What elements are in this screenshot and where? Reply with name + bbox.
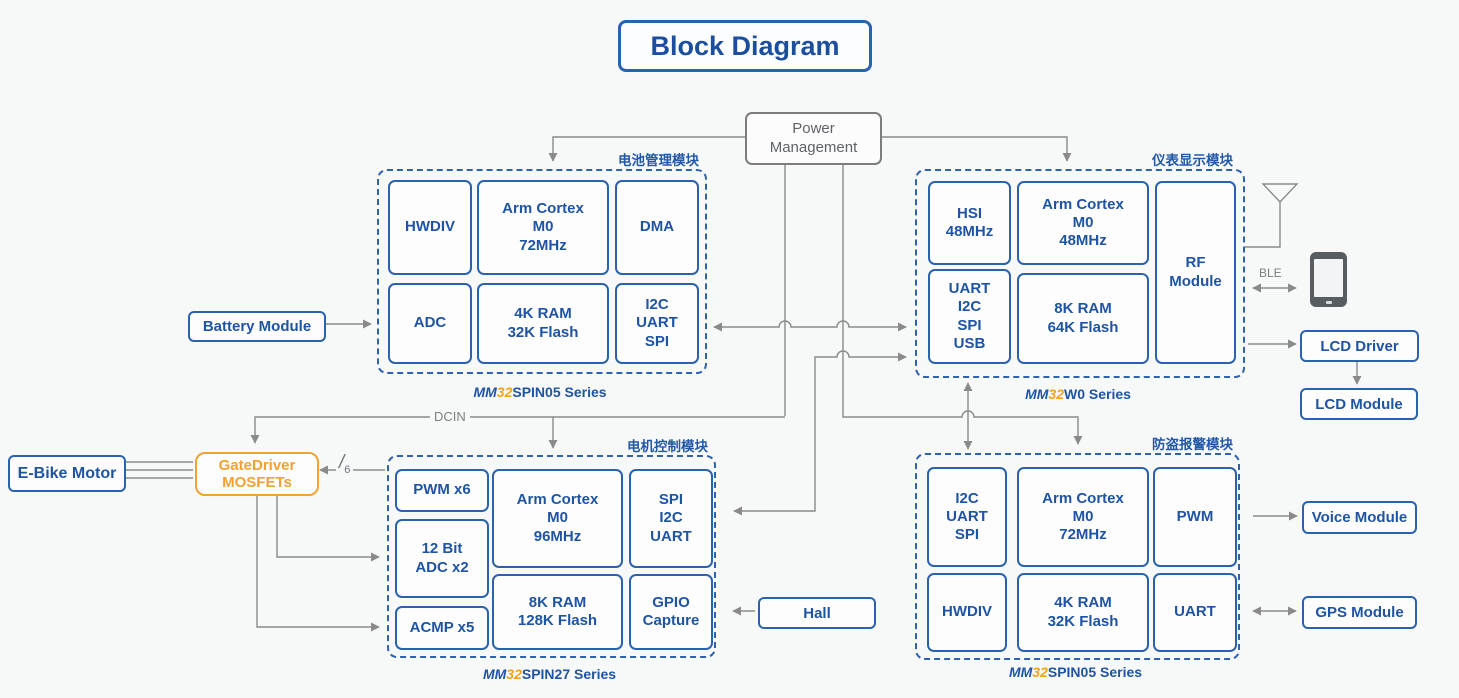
motor-memory-cell: 8K RAM 128K Flash [492, 574, 623, 650]
hall-box: Hall [758, 597, 876, 629]
display-module: HSI 48MHz Arm Cortex M0 48MHz RF Module … [915, 169, 1245, 378]
ble-label: BLE [1255, 266, 1286, 280]
series-num: 32 [1032, 664, 1048, 680]
battery-cpu-cell: Arm Cortex M0 72MHz [477, 180, 609, 275]
wire-battery-display-link [713, 320, 907, 332]
battery-module-box: Battery Module [188, 311, 326, 342]
motor-comms-cell: SPI I2C UART [629, 469, 713, 568]
page-title: Block Diagram [618, 20, 872, 72]
slash-glyph: / [339, 452, 345, 473]
display-hsi-cell: HSI 48MHz [928, 181, 1011, 265]
motor-gpio-cell: GPIO Capture [629, 574, 713, 650]
battery-comms-cell: I2C UART SPI [615, 283, 699, 364]
display-series-caption: MM32W0 Series [915, 386, 1241, 402]
wire-rf-to-antenna [1245, 202, 1281, 248]
alarm-cpu-cell: Arm Cortex M0 72MHz [1017, 467, 1149, 567]
motor-cn-label: 电机控制模块 [627, 439, 708, 454]
gps-module-box: GPS Module [1302, 596, 1417, 629]
dcin-label: DCIN [430, 409, 470, 424]
display-cpu-cell: Arm Cortex M0 48MHz [1017, 181, 1149, 265]
motor-acmp-cell: ACMP x5 [395, 606, 489, 650]
series-num: 32 [506, 666, 522, 682]
battery-dma-cell: DMA [615, 180, 699, 275]
display-rf-cell: RF Module [1155, 181, 1236, 364]
gate-signal-count-label: /6 [336, 452, 354, 480]
display-comms-cell: UART I2C SPI USB [928, 269, 1011, 364]
gatedriver-mosfets-box: GateDriver MOSFETs [195, 452, 319, 496]
series-mm: MM [1025, 386, 1049, 402]
lcd-module-box: LCD Module [1300, 388, 1418, 420]
wire-gatedriver-to-acmp [256, 494, 380, 632]
alarm-cn-label: 防盗报警模块 [1152, 437, 1233, 452]
motor-module: PWM x6 12 Bit ADC x2 ACMP x5 Arm Cortex … [387, 455, 716, 658]
alarm-hwdiv-cell: HWDIV [927, 573, 1007, 652]
series-num: 32 [1048, 386, 1064, 402]
alarm-series-caption: MM32SPIN05 Series [915, 664, 1236, 680]
series-num: 32 [496, 384, 513, 400]
series-rest: SPIN05 Series [1047, 664, 1143, 680]
wire-motor-display-link [733, 350, 907, 516]
series-mm: MM [1008, 664, 1033, 680]
series-rest: SPIN27 Series [521, 666, 617, 682]
wire-gatedriver-to-adc [276, 494, 380, 562]
series-mm: MM [482, 666, 507, 682]
power-management-box: Power Management [745, 112, 882, 165]
alarm-uart-cell: UART [1153, 573, 1237, 652]
alarm-pwm-cell: PWM [1153, 467, 1237, 567]
motor-adc-cell: 12 Bit ADC x2 [395, 519, 489, 598]
ebike-motor-box: E-Bike Motor [8, 455, 126, 492]
motor-series-caption: MM32SPIN27 Series [387, 666, 712, 682]
series-rest: SPIN05 Series [512, 384, 607, 400]
antenna-icon [1261, 183, 1299, 204]
alarm-module: I2C UART SPI Arm Cortex M0 72MHz PWM HWD… [915, 453, 1240, 660]
motor-pwm-cell: PWM x6 [395, 469, 489, 512]
slash-count: 6 [344, 463, 351, 476]
lcd-driver-box: LCD Driver [1300, 330, 1419, 362]
series-rest: W0 Series [1063, 386, 1131, 402]
battery-hwdiv-cell: HWDIV [388, 180, 472, 275]
smartphone-screen [1314, 259, 1343, 297]
display-memory-cell: 8K RAM 64K Flash [1017, 273, 1149, 364]
alarm-memory-cell: 4K RAM 32K Flash [1017, 573, 1149, 652]
series-mm: MM [473, 384, 497, 400]
battery-adc-cell: ADC [388, 283, 472, 364]
smartphone-home-button [1325, 301, 1332, 304]
battery-mgmt-cn-label: 电池管理模块 [618, 153, 699, 168]
battery-memory-cell: 4K RAM 32K Flash [477, 283, 609, 364]
motor-cpu-cell: Arm Cortex M0 96MHz [492, 469, 623, 568]
display-cn-label: 仪表显示模块 [1152, 153, 1233, 168]
smartphone-icon [1310, 252, 1347, 307]
battery-series-caption: MM32SPIN05 Series [377, 384, 703, 400]
voice-module-box: Voice Module [1302, 501, 1417, 534]
battery-mgmt-module: HWDIV Arm Cortex M0 72MHz DMA ADC 4K RAM… [377, 169, 707, 374]
alarm-comms-cell: I2C UART SPI [927, 467, 1007, 567]
